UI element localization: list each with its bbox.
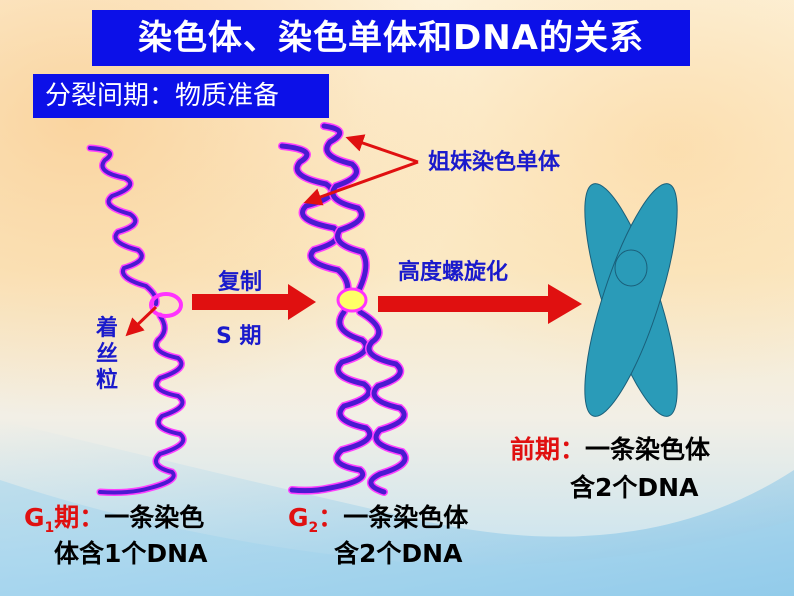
g1-caption-line1: G1期：一条染色 <box>24 503 205 536</box>
replication-label: 复制 <box>218 270 263 295</box>
coiling-arrow <box>378 284 582 324</box>
coiling-label: 高度螺旋化 <box>398 260 509 285</box>
replication-arrow <box>192 284 316 320</box>
g2-centromere <box>336 287 368 313</box>
prophase-chromosome <box>584 183 678 417</box>
sister-chromatids-label: 姐妹染色单体 <box>428 150 561 175</box>
g1-chromatin <box>86 144 187 496</box>
g1-centromere <box>149 292 183 318</box>
centromere-label-3: 粒 <box>96 368 119 393</box>
sister-arrow-2 <box>303 160 419 206</box>
page-title: 染色体、染色单体和DNA的关系 <box>92 10 690 66</box>
g2-caption-line1: G2：一条染色体 <box>288 503 469 536</box>
sister-arrow-1 <box>345 134 419 164</box>
centromere-label-2: 丝 <box>96 342 119 367</box>
prophase-caption-line2: 含2个DNA <box>570 473 699 502</box>
s-phase-label: S 期 <box>216 324 262 349</box>
g1-caption-line2: 体含1个DNA <box>54 539 208 568</box>
g2-chromatids <box>278 122 410 496</box>
section-subtitle: 分裂间期：物质准备 <box>33 74 329 118</box>
centromere-label-1: 着 <box>96 316 119 341</box>
g2-caption-line2: 含2个DNA <box>334 539 463 568</box>
centromere-pointer-arrow <box>125 305 158 337</box>
prophase-caption-line1: 前期：一条染色体 <box>510 435 711 464</box>
